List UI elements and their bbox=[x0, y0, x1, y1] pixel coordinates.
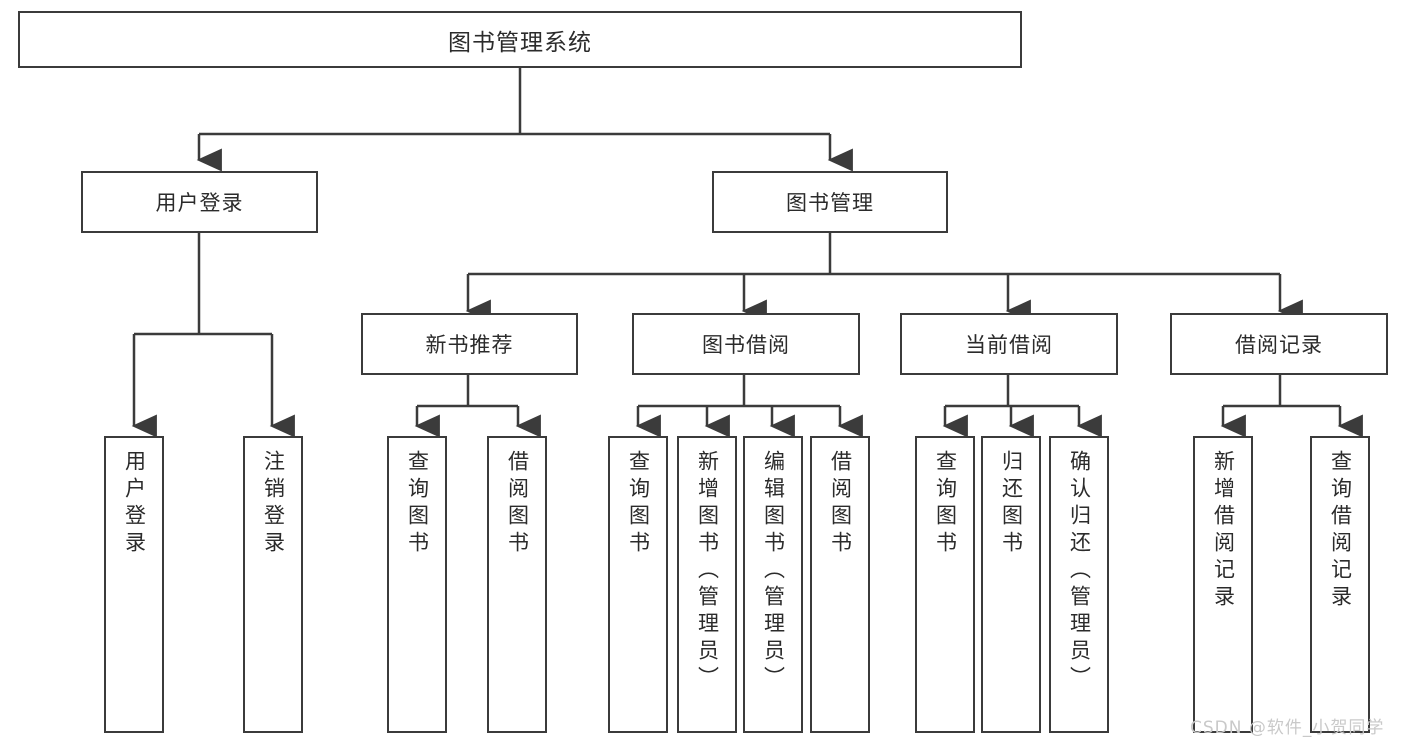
node-current-borrow[interactable]: 当前借阅 bbox=[900, 313, 1118, 375]
leaf-label: 新增图书（管理员） bbox=[695, 450, 720, 693]
leaf-label: 查询图书 bbox=[626, 450, 651, 558]
node-new-book-recommend[interactable]: 新书推荐 bbox=[361, 313, 578, 375]
leaf-label: 借阅图书 bbox=[505, 450, 530, 558]
node-user-login[interactable]: 用户登录 bbox=[81, 171, 318, 233]
node-label: 用户登录 bbox=[155, 191, 244, 215]
leaf-query-book-current[interactable]: 查询图书 bbox=[915, 436, 975, 733]
leaf-add-borrow-record[interactable]: 新增借阅记录 bbox=[1193, 436, 1253, 733]
leaf-query-book-recommend[interactable]: 查询图书 bbox=[387, 436, 447, 733]
leaf-edit-book-admin[interactable]: 编辑图书（管理员） bbox=[743, 436, 803, 733]
leaf-label: 归还图书 bbox=[999, 450, 1024, 558]
leaf-confirm-return-admin[interactable]: 确认归还（管理员） bbox=[1049, 436, 1109, 733]
node-label: 当前借阅 bbox=[965, 333, 1053, 357]
watermark: CSDN @软件_小贺同学 bbox=[1190, 718, 1385, 738]
leaf-label: 借阅图书 bbox=[828, 450, 853, 558]
leaf-label: 查询图书 bbox=[933, 450, 958, 558]
node-root-book-management-system[interactable]: 图书管理系统 bbox=[18, 11, 1022, 68]
leaf-borrow-book[interactable]: 借阅图书 bbox=[810, 436, 870, 733]
node-book-borrow[interactable]: 图书借阅 bbox=[632, 313, 860, 375]
leaf-add-book-admin[interactable]: 新增图书（管理员） bbox=[677, 436, 737, 733]
leaf-borrow-book-recommend[interactable]: 借阅图书 bbox=[487, 436, 547, 733]
leaf-user-logout[interactable]: 注销登录 bbox=[243, 436, 303, 733]
leaf-label: 查询借阅记录 bbox=[1328, 450, 1353, 612]
leaf-label: 查询图书 bbox=[405, 450, 430, 558]
node-borrow-record[interactable]: 借阅记录 bbox=[1170, 313, 1388, 375]
leaf-label: 用户登录 bbox=[122, 450, 147, 558]
node-label: 新书推荐 bbox=[425, 333, 514, 357]
node-label: 图书借阅 bbox=[702, 333, 790, 357]
leaf-query-borrow-record[interactable]: 查询借阅记录 bbox=[1310, 436, 1370, 733]
node-label: 图书管理系统 bbox=[448, 29, 592, 56]
node-book-management[interactable]: 图书管理 bbox=[712, 171, 948, 233]
node-label: 图书管理 bbox=[786, 191, 874, 215]
leaf-label: 新增借阅记录 bbox=[1211, 450, 1236, 612]
leaf-return-book[interactable]: 归还图书 bbox=[981, 436, 1041, 733]
leaf-label: 注销登录 bbox=[261, 450, 286, 558]
node-label: 借阅记录 bbox=[1235, 333, 1323, 357]
leaf-label: 确认归还（管理员） bbox=[1067, 450, 1092, 693]
leaf-label: 编辑图书（管理员） bbox=[761, 450, 786, 693]
leaf-user-login[interactable]: 用户登录 bbox=[104, 436, 164, 733]
leaf-query-book-borrow[interactable]: 查询图书 bbox=[608, 436, 668, 733]
